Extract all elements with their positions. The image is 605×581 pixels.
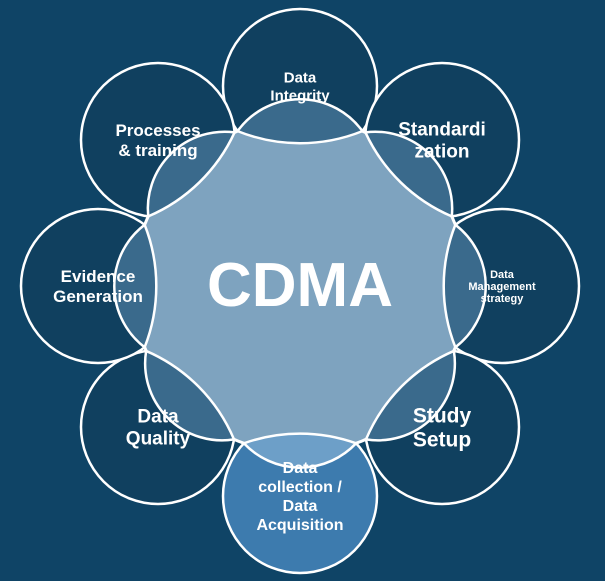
overlap-standardization xyxy=(363,130,454,219)
overlap-evidence-generation xyxy=(113,222,158,350)
satellite-label-line: Data xyxy=(283,460,318,477)
satellite-label-line: Study xyxy=(413,404,472,427)
satellite-label-line: Standardi xyxy=(398,120,486,141)
satellite-label-line: zation xyxy=(415,142,470,163)
satellite-label-line: Data xyxy=(283,498,318,515)
satellite-label-line: Generation xyxy=(53,287,143,306)
satellite-label-line: collection / xyxy=(258,479,342,496)
overlap-data-collection xyxy=(241,432,359,469)
overlap-data-management-strategy xyxy=(442,222,487,350)
overlap-data-quality xyxy=(143,349,236,442)
satellite-label-line: Data xyxy=(137,407,179,428)
satellite-label-line: Quality xyxy=(126,429,191,450)
overlap-data-integrity xyxy=(235,97,365,145)
center-label: CDMA xyxy=(207,251,393,320)
overlap-processes-training xyxy=(146,130,237,219)
satellite-label-line: Setup xyxy=(413,428,471,451)
satellite-label-processes-training: Processes& training xyxy=(115,121,200,160)
satellite-label-line: & training xyxy=(118,141,197,160)
satellite-label-line: Data xyxy=(284,69,317,86)
satellite-label-line: Processes xyxy=(115,121,200,140)
satellite-overlaps xyxy=(113,97,487,469)
satellite-label-line: Acquisition xyxy=(256,517,343,534)
satellite-label-line: Data xyxy=(490,269,515,281)
satellite-label-line: Integrity xyxy=(270,87,330,104)
satellite-label-line: strategy xyxy=(481,293,525,305)
overlap-study-setup xyxy=(364,349,457,442)
satellite-label-line: Evidence xyxy=(61,267,136,286)
satellite-label-line: Management xyxy=(468,281,536,293)
